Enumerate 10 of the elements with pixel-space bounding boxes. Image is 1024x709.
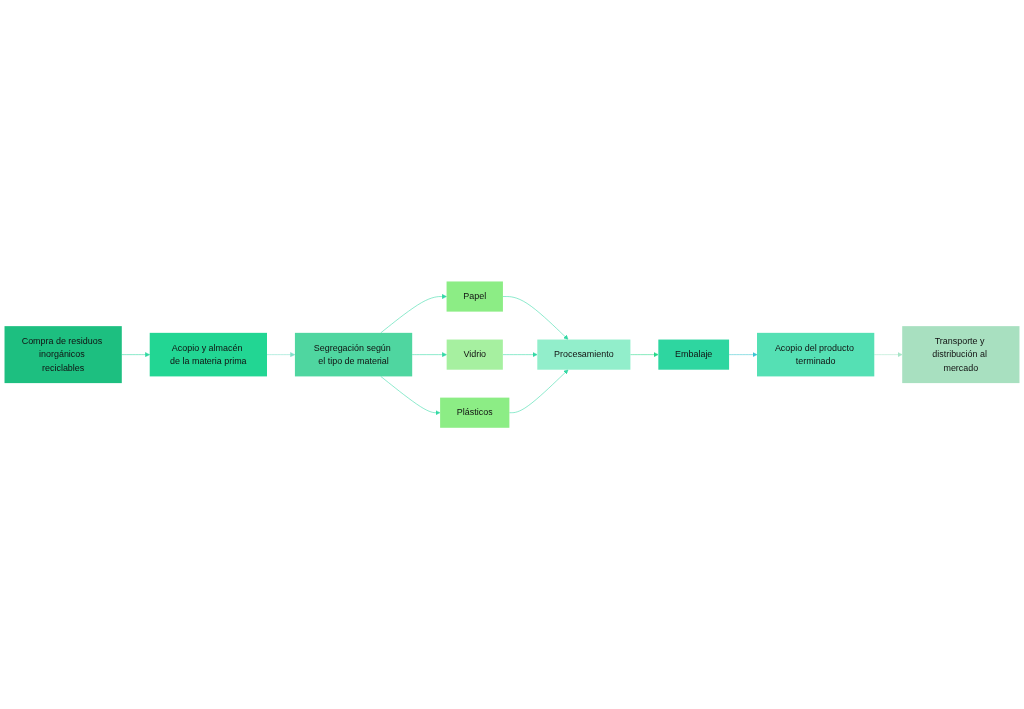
node-box: Acopio del producto terminado — [757, 332, 875, 377]
node-box: Acopio y almacén de la materia prima — [149, 332, 267, 377]
node-box: Segregación según el tipo de material — [294, 332, 413, 377]
node-box: Embalaje — [658, 339, 730, 370]
node-box: Papel — [446, 281, 503, 312]
node-box: Plásticos — [440, 397, 510, 428]
node-box: Vidrio — [446, 339, 503, 370]
node-box: Compra de residuos inorgánicos reciclables — [4, 326, 122, 383]
node-box: Transporte y distribución al mercado — [902, 326, 1020, 383]
node-box: Procesamiento — [537, 339, 631, 370]
